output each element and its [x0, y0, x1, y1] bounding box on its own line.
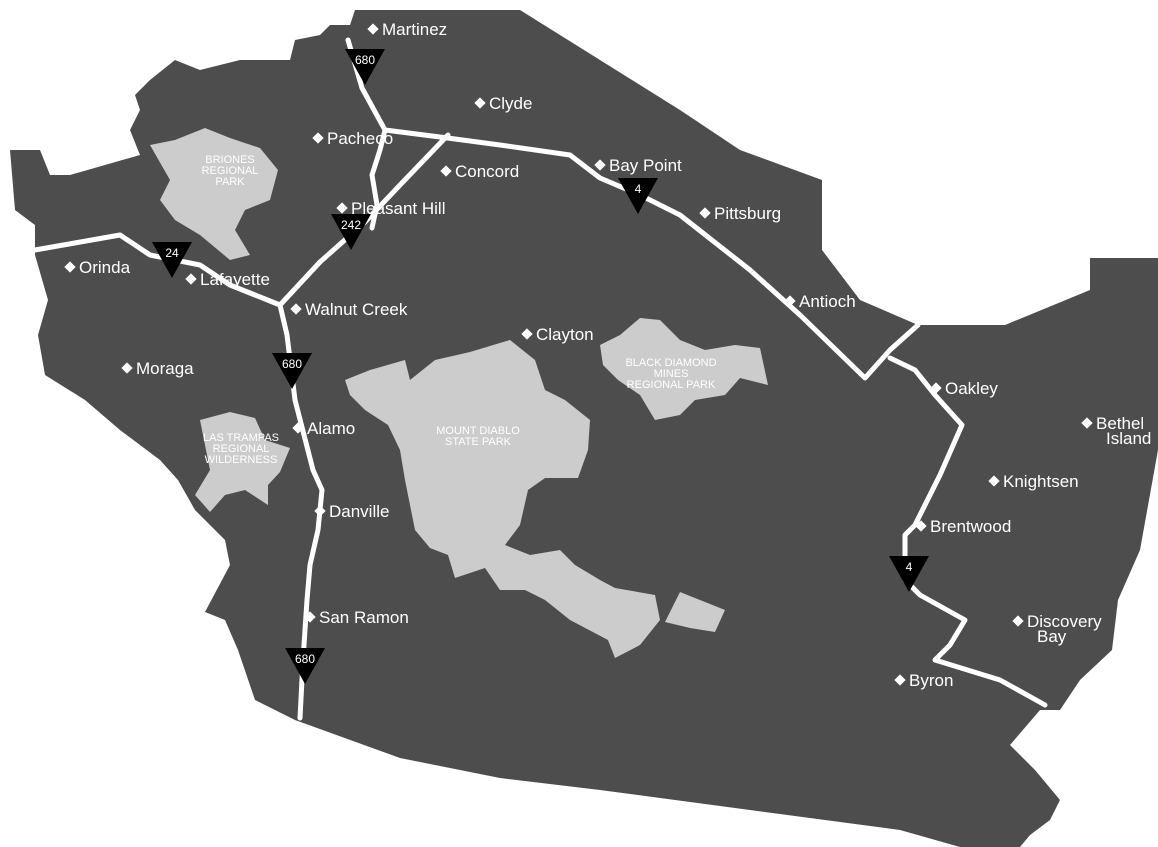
highway-shield-icon — [889, 556, 929, 592]
city-marker-icon — [594, 159, 606, 171]
las-trampas-park-area — [195, 412, 290, 512]
highway-shield-4-south: 4 — [889, 556, 929, 592]
city-marker-icon — [699, 207, 711, 219]
highway-number: 680 — [295, 652, 315, 666]
black-diamond-park-area — [600, 318, 768, 420]
city-label-danville: Danville — [329, 502, 389, 521]
city-walnut-creek: Walnut Creek — [290, 300, 408, 319]
city-label-knightsen: Knightsen — [1003, 472, 1079, 491]
briones-park-area — [150, 128, 278, 260]
highway-shield-icon — [618, 178, 658, 214]
city-marker-icon — [440, 165, 452, 177]
highway-shield-242: 242 — [331, 214, 371, 250]
parks-layer — [150, 128, 768, 658]
city-marker-icon — [1012, 615, 1024, 627]
city-marker-icon — [521, 328, 533, 340]
city-marker-icon — [930, 382, 942, 394]
city-lafayette: Lafayette — [185, 270, 270, 289]
highway-4-road — [382, 127, 921, 381]
city-label-antioch: Antioch — [799, 292, 856, 311]
city-byron: Byron — [894, 671, 953, 690]
city-bay-point: Bay Point — [594, 156, 682, 175]
city-marker-icon — [290, 303, 302, 315]
city-brentwood: Brentwood — [915, 517, 1011, 536]
city-label-byron: Byron — [909, 671, 953, 690]
highway-number: 24 — [165, 246, 179, 260]
city-marker-icon — [915, 520, 927, 532]
highway-number: 4 — [635, 182, 642, 196]
city-label-concord: Concord — [455, 162, 519, 181]
highway-shield-icon — [152, 242, 192, 278]
highway-number: 4 — [906, 560, 913, 574]
highway-shield-icon — [285, 648, 325, 684]
city-knightsen: Knightsen — [988, 472, 1079, 491]
city-alamo: Alamo — [292, 419, 355, 438]
city-marker-icon — [336, 202, 348, 214]
highway-shield-680-south: 680 — [285, 648, 325, 684]
city-marker-icon — [784, 295, 796, 307]
highway-shield-icon — [331, 214, 371, 250]
highway-number: 680 — [282, 357, 302, 371]
city-marker-icon — [988, 475, 1000, 487]
city-label-brentwood: Brentwood — [930, 517, 1011, 536]
city-san-ramon: San Ramon — [304, 608, 409, 627]
mount-diablo-park-spur — [665, 592, 725, 632]
city-label-walnut-creek: Walnut Creek — [305, 300, 408, 319]
city-label-clayton: Clayton — [536, 325, 594, 344]
highway-680-road — [345, 37, 388, 231]
highway-shield-4-east: 4 — [618, 178, 658, 214]
highway-shield-680-mid: 680 — [272, 353, 312, 389]
city-label-bay-point: Bay Point — [609, 156, 682, 175]
city-label-alamo: Alamo — [307, 419, 355, 438]
city-pacheco: Pacheco — [312, 129, 393, 148]
highway-shield-icon — [272, 353, 312, 389]
city-pittsburg: Pittsburg — [699, 204, 781, 223]
city-marker-icon — [292, 422, 304, 434]
city-label-clyde: Clyde — [489, 94, 532, 113]
city-label-oakley: Oakley — [945, 379, 998, 398]
city-label-lafayette: Lafayette — [200, 270, 270, 289]
highway-shield-24: 24 — [152, 242, 192, 278]
city-danville: Danville — [314, 502, 389, 521]
city-oakley: Oakley — [930, 379, 998, 398]
highway-shield-680-north: 680 — [345, 49, 385, 85]
city-label-martinez: Martinez — [382, 20, 447, 39]
city-label-pleasant-hill: Pleasant Hill — [351, 199, 446, 218]
city-label-pacheco: Pacheco — [327, 129, 393, 148]
highway-number: 242 — [341, 218, 361, 232]
city-label-moraga: Moraga — [136, 359, 194, 378]
city-clayton: Clayton — [521, 325, 594, 344]
city-label-orinda: Orinda — [79, 258, 131, 277]
city-marker-icon — [1081, 417, 1093, 429]
city-concord: Concord — [440, 162, 519, 181]
city-antioch: Antioch — [784, 292, 856, 311]
highway-shield-icon — [345, 49, 385, 85]
city-marker-icon — [314, 505, 326, 517]
city-label-pittsburg: Pittsburg — [714, 204, 781, 223]
city-label-san-ramon: San Ramon — [319, 608, 409, 627]
city-marker-icon — [312, 132, 324, 144]
city-pleasant-hill: Pleasant Hill — [336, 199, 446, 218]
city-marker-icon — [894, 674, 906, 686]
mount-diablo-park-area — [345, 340, 660, 658]
highway-number: 680 — [355, 53, 375, 67]
city-marker-icon — [185, 273, 197, 285]
city-marker-icon — [304, 611, 316, 623]
